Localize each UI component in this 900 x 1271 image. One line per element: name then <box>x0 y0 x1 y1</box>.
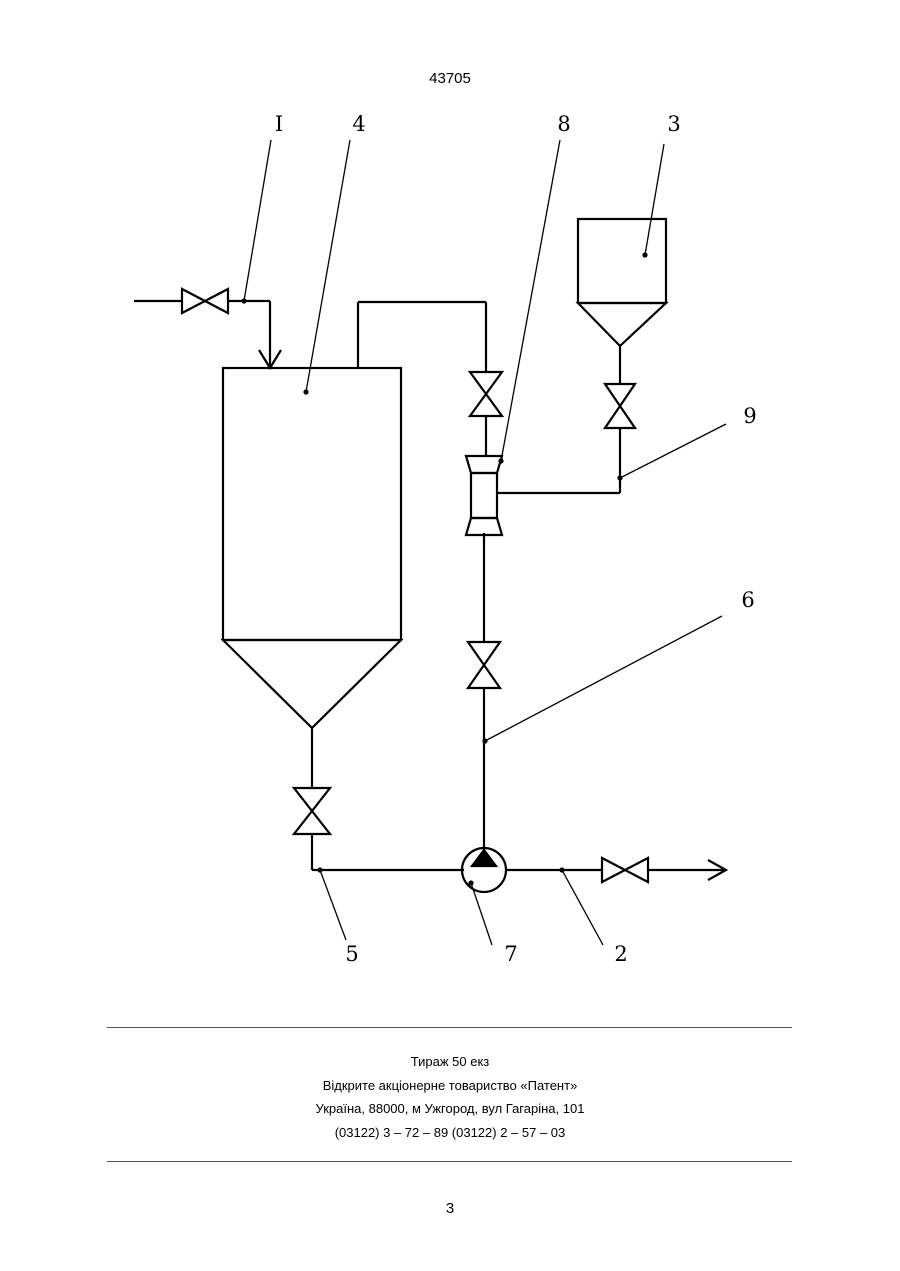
ejector-inlet-valve <box>470 372 502 416</box>
footer: Тираж 50 екз Відкрите акціонерне товарис… <box>0 1050 900 1144</box>
page-number: 3 <box>0 1200 900 1217</box>
label-main-vessel: 4 <box>352 112 365 136</box>
discharge-valve <box>468 642 500 688</box>
label-pump-discharge-line: 6 <box>741 588 754 612</box>
vessel-outlet-line <box>312 728 464 870</box>
label-reagent-line: 9 <box>743 404 756 428</box>
label-reagent-hopper: 3 <box>667 112 680 136</box>
vessel-outlet-valve <box>294 788 330 834</box>
label-feed-line: I <box>275 112 283 136</box>
label-outlet-line: 2 <box>614 942 627 966</box>
main-vessel <box>223 368 401 728</box>
pump <box>462 848 506 892</box>
footer-bottom-rule <box>107 1161 792 1162</box>
label-ejector: 8 <box>557 112 570 136</box>
reagent-hopper <box>578 219 666 346</box>
outlet-line <box>506 860 726 880</box>
label-pump: 7 <box>504 942 517 966</box>
footer-phones: (03122) 3 – 72 – 89 (03122) 2 – 57 – 03 <box>0 1121 900 1145</box>
process-diagram: I 4 8 3 9 6 5 7 2 <box>0 0 900 1010</box>
vessel-overflow-line <box>358 302 486 456</box>
footer-top-rule <box>107 1027 792 1028</box>
feed-valve <box>182 289 228 313</box>
footer-print-run: Тираж 50 екз <box>0 1050 900 1074</box>
ejector <box>466 456 620 535</box>
label-vessel-outlet-line: 5 <box>345 942 358 966</box>
outlet-valve <box>602 858 648 882</box>
footer-address: Україна, 88000, м Ужгород, вул Гагаріна,… <box>0 1097 900 1121</box>
reagent-valve <box>605 384 635 428</box>
footer-publisher: Відкрите акціонерне товариство «Патент» <box>0 1074 900 1098</box>
feed-line <box>134 301 281 368</box>
